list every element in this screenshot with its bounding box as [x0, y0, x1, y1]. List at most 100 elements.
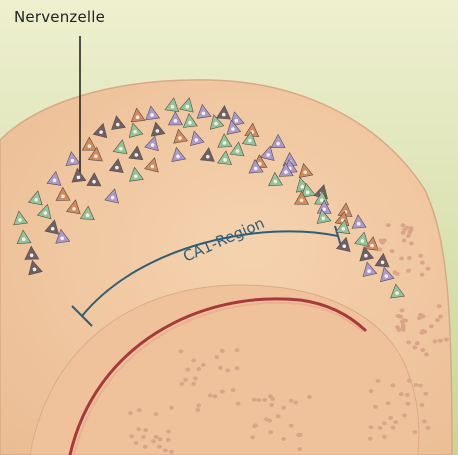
tissue-dot — [193, 376, 198, 380]
tissue-dot — [220, 390, 225, 394]
tissue-dot — [281, 437, 286, 441]
tissue-dot — [412, 430, 417, 434]
tissue-dot — [397, 328, 402, 332]
tissue-dot — [426, 267, 431, 271]
tissue-dot — [378, 426, 383, 430]
tissue-dot — [409, 242, 414, 246]
tissue-dot — [420, 348, 425, 352]
tissue-dot — [407, 256, 412, 260]
tissue-dot — [129, 434, 134, 438]
tissue-dot — [143, 445, 148, 449]
tissue-dot — [269, 403, 274, 407]
tissue-dot — [417, 316, 422, 320]
tissue-dot — [368, 437, 373, 441]
tissue-dot — [195, 408, 200, 412]
tissue-dot — [141, 435, 146, 439]
tissue-dot — [401, 319, 406, 323]
tissue-dot — [378, 247, 383, 251]
tissue-dot — [433, 339, 438, 343]
tissue-dot — [401, 325, 406, 329]
tissue-dot — [289, 399, 294, 403]
tissue-dot — [136, 427, 141, 431]
tissue-dot — [429, 324, 434, 328]
tissue-dot — [414, 383, 419, 387]
tissue-dot — [437, 304, 442, 308]
tissue-dot — [293, 401, 298, 405]
tissue-dot — [183, 378, 188, 382]
tissue-dot — [406, 234, 411, 238]
tissue-dot — [297, 447, 302, 451]
tissue-dot — [402, 238, 407, 242]
tissue-dot — [257, 398, 262, 402]
tissue-dot — [225, 369, 230, 373]
tissue-dot — [444, 338, 449, 342]
tissue-dot — [128, 411, 133, 415]
tissue-dot — [398, 315, 403, 319]
tissue-dot — [406, 402, 411, 406]
tissue-dot — [393, 270, 398, 274]
tissue-dot — [235, 366, 240, 370]
tissue-dot — [179, 382, 184, 386]
tissue-dot — [166, 429, 171, 433]
tissue-dot — [252, 424, 257, 428]
tissue-dot — [382, 421, 387, 425]
tissue-dot — [137, 408, 142, 412]
tissue-dot — [406, 341, 411, 345]
tissue-dot — [214, 355, 219, 359]
tissue-dot — [390, 383, 395, 387]
tissue-dot — [399, 392, 404, 396]
tissue-dot — [154, 412, 159, 416]
tissue-dot — [379, 239, 384, 243]
tissue-dot — [281, 406, 286, 410]
tissue-dot — [252, 398, 257, 402]
tissue-dot — [408, 226, 413, 230]
tissue-dot — [424, 352, 429, 356]
tissue-dot — [191, 359, 196, 363]
tissue-dot — [422, 420, 427, 424]
tissue-dot — [407, 230, 412, 234]
tissue-dot — [400, 308, 405, 312]
tissue-dot — [208, 394, 213, 398]
tissue-dot — [289, 424, 294, 428]
tissue-dot — [169, 406, 174, 410]
tissue-dot — [369, 425, 374, 429]
tissue-dot — [412, 345, 417, 349]
tissue-dot — [197, 367, 202, 371]
tissue-dot — [268, 430, 273, 434]
tissue-dot — [196, 403, 201, 407]
tissue-dot — [154, 435, 159, 439]
tissue-dot — [267, 419, 272, 423]
tissue-dot — [191, 382, 196, 386]
tissue-dot — [166, 438, 171, 442]
tissue-dot — [134, 441, 139, 445]
tissue-dot — [276, 414, 281, 418]
tissue-dot — [420, 331, 425, 335]
tissue-dot — [185, 368, 190, 372]
tissue-dot — [438, 339, 443, 343]
tissue-dot — [231, 388, 236, 392]
tissue-dot — [391, 425, 396, 429]
cell-label: Nervenzelle — [14, 8, 105, 26]
tissue-dot — [388, 416, 393, 420]
tissue-dot — [420, 403, 425, 407]
tissue-dot — [415, 341, 420, 345]
tissue-dot — [373, 405, 378, 409]
tissue-dot — [382, 435, 387, 439]
tissue-dot — [386, 223, 391, 227]
tissue-dot — [220, 349, 225, 353]
tissue-dot — [143, 428, 148, 432]
tissue-dot — [169, 450, 174, 454]
tissue-dot — [262, 398, 267, 402]
tissue-dot — [158, 437, 163, 441]
tissue-dot — [401, 223, 406, 227]
tissue-dot — [201, 363, 206, 367]
tissue-dot — [307, 395, 312, 399]
tissue-dot — [399, 257, 404, 261]
tissue-dot — [157, 445, 162, 449]
tissue-dot — [438, 315, 443, 319]
tissue-dot — [213, 394, 218, 398]
tissue-dot — [235, 348, 240, 352]
tissue-dot — [418, 384, 423, 388]
tissue-dot — [393, 420, 398, 424]
